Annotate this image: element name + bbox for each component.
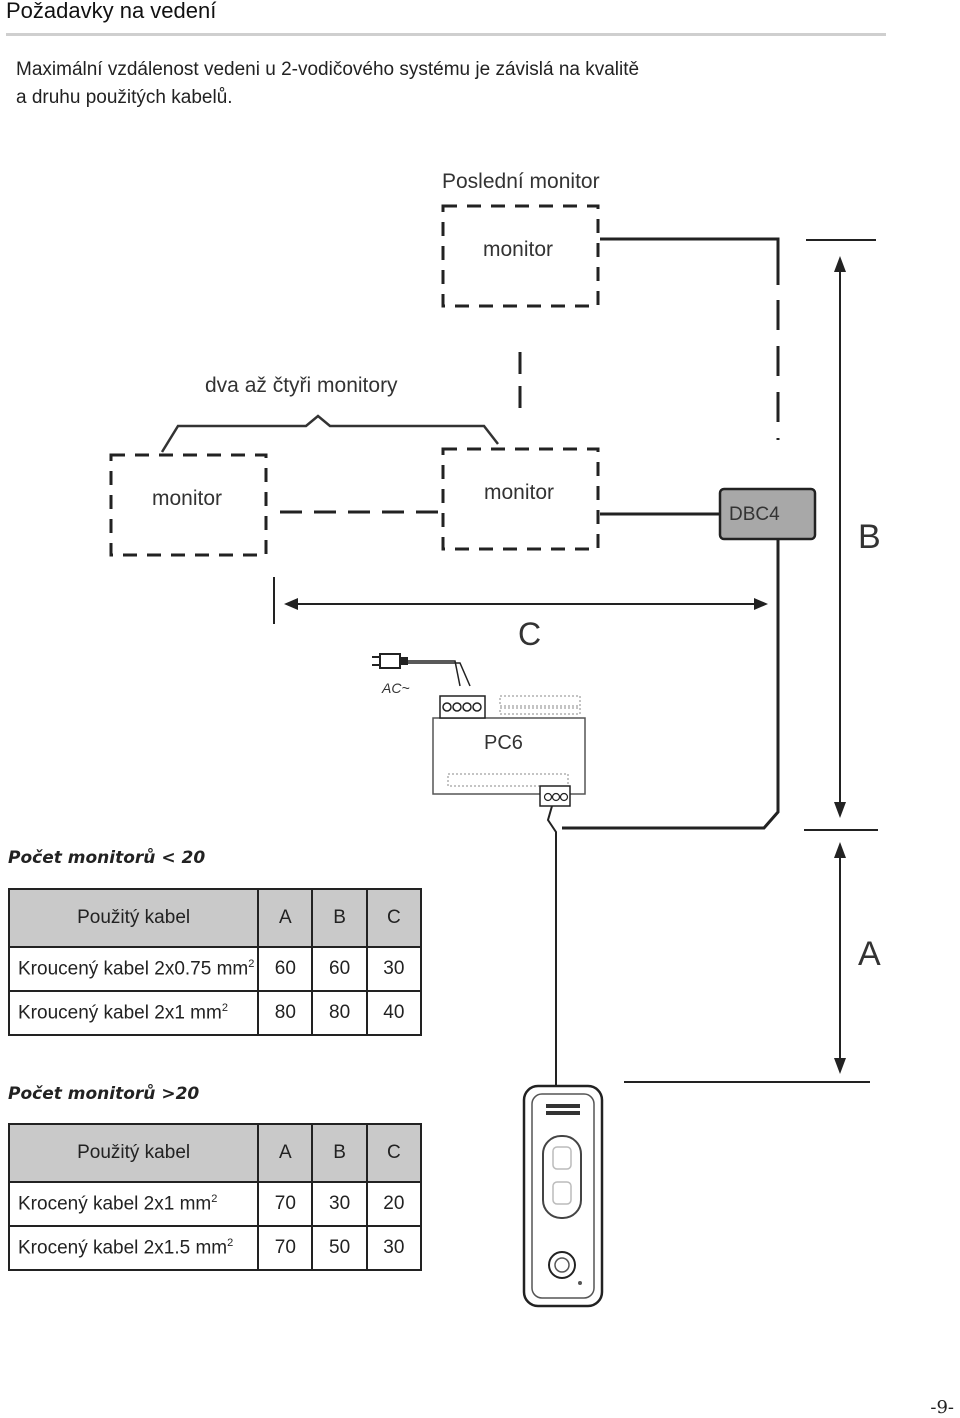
pc6-device bbox=[432, 695, 586, 807]
cable-name: Krocený kabel 2x1.5 mm2 bbox=[7, 1225, 260, 1271]
a-arrow-up bbox=[834, 842, 846, 858]
monitor-mid-label: monitor bbox=[484, 481, 555, 504]
value-c: 30 bbox=[365, 1225, 423, 1271]
pc6-label: PC6 bbox=[484, 732, 523, 754]
value-a: 80 bbox=[257, 990, 314, 1036]
value-c: 30 bbox=[365, 946, 423, 992]
door-station bbox=[522, 1084, 604, 1308]
page-title: Požadavky na vedení bbox=[6, 0, 217, 23]
value-c: 20 bbox=[365, 1181, 423, 1227]
bus-down bbox=[562, 540, 780, 830]
value-b: 60 bbox=[311, 946, 368, 992]
last-monitor-caption: Poslední monitor bbox=[442, 170, 600, 193]
header-b: B bbox=[311, 888, 368, 948]
group-brace bbox=[160, 414, 499, 453]
intro-line-1: Maximální vzdálenost vedeni u 2-vodičové… bbox=[16, 59, 640, 80]
value-b: 30 bbox=[311, 1181, 368, 1227]
dimension-a-label: A bbox=[858, 935, 881, 973]
value-a: 70 bbox=[257, 1225, 314, 1271]
monitor-mid-box bbox=[441, 447, 600, 551]
header-a: A bbox=[257, 888, 314, 948]
c-arrow-right bbox=[754, 598, 768, 610]
c-arrow-left bbox=[284, 598, 298, 610]
value-b: 50 bbox=[311, 1225, 368, 1271]
monitor-left-box bbox=[109, 453, 268, 557]
b-arrow-up bbox=[834, 256, 846, 272]
table-row: Kroucený kabel 2x0.75 mm2 60 60 30 bbox=[7, 946, 423, 992]
header-cable: Použitý kabel bbox=[7, 888, 260, 948]
cable-name: Kroucený kabel 2x0.75 mm2 bbox=[7, 946, 260, 992]
value-a: 70 bbox=[257, 1181, 314, 1227]
table-header-row: Použitý kabel A B C bbox=[7, 888, 423, 948]
header-cable: Použitý kabel bbox=[7, 1123, 260, 1183]
dbc4-box bbox=[718, 487, 817, 541]
header-c: C bbox=[365, 1123, 423, 1183]
dimension-b-label: B bbox=[858, 518, 881, 556]
monitor-left-label: monitor bbox=[152, 487, 223, 510]
value-a: 60 bbox=[257, 946, 314, 992]
title-divider bbox=[6, 33, 886, 36]
table-header-row: Použitý kabel A B C bbox=[7, 1123, 423, 1183]
wire-to-door bbox=[546, 805, 557, 1088]
monitor-top-label: monitor bbox=[483, 238, 554, 261]
header-c: C bbox=[365, 888, 423, 948]
ac-plug-icon bbox=[372, 653, 471, 687]
intro-line-2: a druhu použitých kabelů. bbox=[16, 87, 233, 108]
intro-text: Maximální vzdálenost vedeni u 2-vodičové… bbox=[16, 56, 736, 112]
dimension-c-label: C bbox=[518, 616, 542, 652]
cable-table-lt20: Použitý kabel A B C Kroucený kabel 2x0.7… bbox=[7, 888, 423, 1036]
cable-table-gt20: Použitý kabel A B C Krocený kabel 2x1 mm… bbox=[7, 1123, 423, 1271]
caption-gt20: Počet monitorů >20 bbox=[8, 1084, 200, 1104]
dbc4-label: DBC4 bbox=[729, 504, 780, 525]
monitor-top-box bbox=[441, 204, 600, 308]
header-a: A bbox=[257, 1123, 314, 1183]
value-c: 40 bbox=[365, 990, 423, 1036]
a-arrow-down bbox=[834, 1058, 846, 1074]
b-arrow-down bbox=[834, 802, 846, 818]
caption-lt20: Počet monitorů < 20 bbox=[8, 848, 206, 868]
table-row: Krocený kabel 2x1.5 mm2 70 50 30 bbox=[7, 1225, 423, 1271]
bus-top bbox=[600, 237, 780, 285]
page-number: -9- bbox=[930, 1397, 954, 1418]
value-b: 80 bbox=[311, 990, 368, 1036]
group-caption: dva až čtyři monitory bbox=[205, 374, 398, 397]
table-row: Krocený kabel 2x1 mm2 70 30 20 bbox=[7, 1181, 423, 1227]
table-row: Kroucený kabel 2x1 mm2 80 80 40 bbox=[7, 990, 423, 1036]
ac-label: AC~ bbox=[382, 680, 410, 696]
cable-name: Kroucený kabel 2x1 mm2 bbox=[7, 990, 260, 1036]
cable-name: Krocený kabel 2x1 mm2 bbox=[7, 1181, 260, 1227]
header-b: B bbox=[311, 1123, 368, 1183]
